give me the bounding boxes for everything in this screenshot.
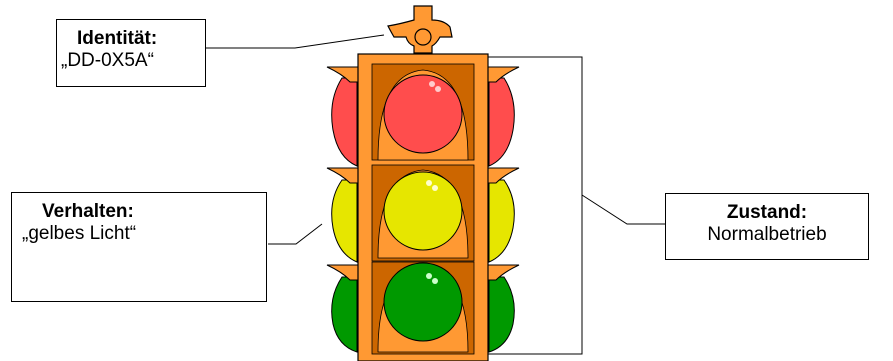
- state-box: Zustand: Normalbetrieb: [665, 193, 869, 260]
- identity-box: Identität: „DD-0X5A“: [56, 19, 206, 87]
- lamp-green: [384, 263, 462, 341]
- behavior-value: „gelbes Licht“: [22, 223, 266, 245]
- behavior-box: Verhalten: „gelbes Licht“: [11, 192, 267, 302]
- state-connector: [582, 195, 665, 224]
- beacon-cross-icon: [388, 6, 452, 53]
- state-title: Zustand:: [666, 202, 868, 224]
- behavior-title: Verhalten:: [22, 201, 266, 223]
- behavior-connector: [268, 224, 322, 244]
- identity-connector: [206, 35, 384, 48]
- state-value: Normalbetrieb: [666, 224, 868, 246]
- identity-title: Identität:: [61, 28, 205, 50]
- lamp-yellow: [384, 172, 462, 250]
- identity-value: „DD-0X5A“: [61, 50, 205, 72]
- lamp-red: [384, 75, 462, 153]
